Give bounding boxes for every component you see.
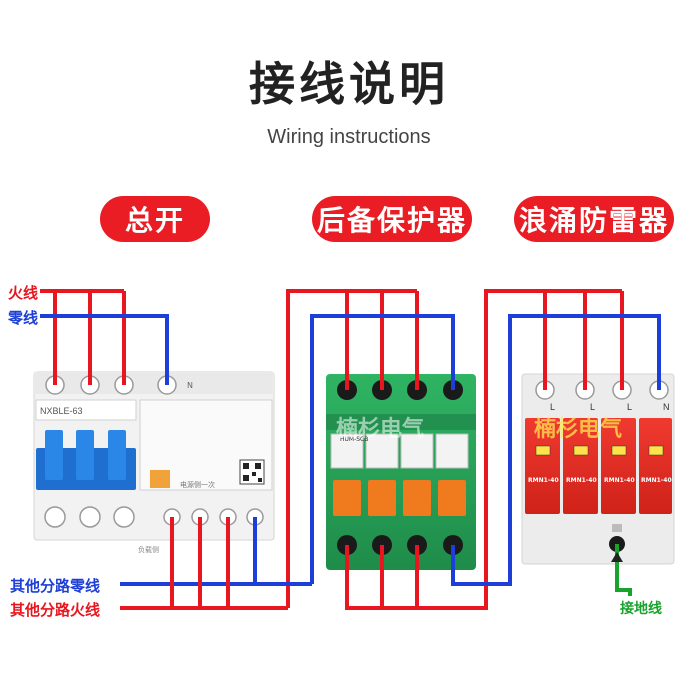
backup-protector: HUM-SCB <box>326 374 476 570</box>
spd-model-2: RMN1-40 <box>566 477 597 484</box>
spd-pole-label-4: N <box>663 402 670 412</box>
breaker-bottom-text: 负载侧 <box>138 545 159 554</box>
spd-pole-label-2: L <box>590 402 595 412</box>
page-subtitle: Wiring instructions <box>267 126 431 148</box>
incoming-live-wire <box>40 289 126 385</box>
section-label-main-switch: 总开 <box>100 196 210 242</box>
main-breaker: NXBLE-63 电源侧一次 N 负载侧 <box>33 371 275 554</box>
label-branch-neutral: 其他分路零线 <box>10 577 101 595</box>
breaker-side-text: 电源侧一次 <box>180 480 215 489</box>
section-label-backup-protector: 后备保护器 <box>312 196 472 242</box>
section-label-surge-protector: 浪涌防雷器 <box>514 196 674 242</box>
spd-live-wire <box>345 289 624 610</box>
label-live: 火线 <box>8 284 39 302</box>
surge-protector: L L L N RMN1-40 RMN1-40 RMN1-40 RMN1-40 <box>521 373 675 565</box>
label-branch-live: 其他分路火线 <box>10 601 101 619</box>
branch-live-wire <box>120 517 230 610</box>
spd-model-1: RMN1-40 <box>528 477 559 484</box>
neutral-mark: N <box>187 381 193 390</box>
watermark-backup: 楠杉电气 <box>336 416 424 442</box>
breaker-model-text: NXBLE-63 <box>40 406 83 416</box>
ground-arrow-icon <box>611 552 623 562</box>
watermark-spd: 楠杉电气 <box>534 416 622 442</box>
ground-wire <box>615 544 632 596</box>
spd-pole-label-3: L <box>627 402 632 412</box>
label-neutral: 零线 <box>8 309 39 327</box>
spd-model-3: RMN1-40 <box>604 477 635 484</box>
page-title: 接线说明 <box>249 57 449 111</box>
spd-model-4: RMN1-40 <box>641 477 672 484</box>
spd-neutral-wire <box>451 314 661 586</box>
backup-top-live-wire <box>286 289 419 608</box>
backup-model-text: HUM-SCB <box>340 436 368 443</box>
label-ground: 接地线 <box>620 601 662 617</box>
incoming-neutral-wire <box>40 314 169 385</box>
backup-top-neutral-wire <box>310 314 455 584</box>
spd-pole-label-1: L <box>550 402 555 412</box>
